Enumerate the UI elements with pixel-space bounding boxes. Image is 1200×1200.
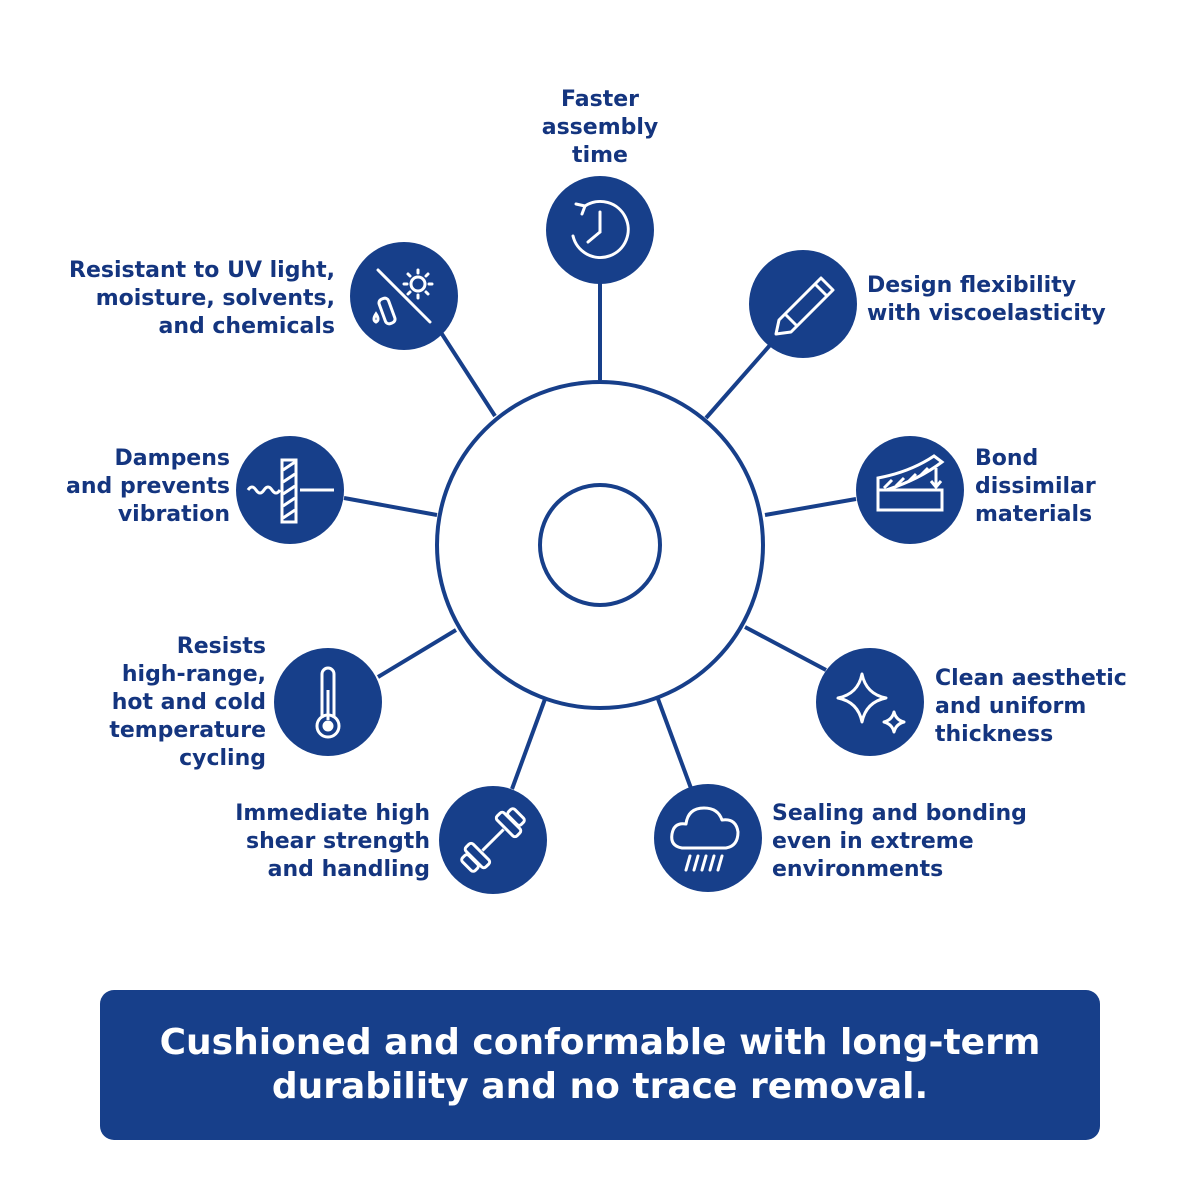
- pencil-icon: [774, 276, 835, 336]
- node-bottom-left: [439, 786, 547, 894]
- layered-materials-icon: [876, 454, 945, 512]
- summary-text: Cushioned and conformable with long-term…: [159, 1022, 1041, 1107]
- node-upper-right: [749, 250, 857, 358]
- node-bottom-right: [654, 784, 762, 892]
- node-top: [546, 176, 654, 284]
- node-right: [856, 436, 964, 544]
- sparkle-icon: [836, 672, 906, 734]
- label-uv-resistance: Resistant to UV light, moisture, solvent…: [69, 258, 335, 339]
- clock-cycle-icon: [571, 200, 630, 259]
- dumbbell-icon: [460, 807, 526, 873]
- connector-lines: [343, 283, 857, 792]
- tape-inner-core: [538, 483, 662, 607]
- label-temperature-cycling: Resists high-range, hot and cold tempera…: [109, 634, 266, 771]
- node-left: [236, 436, 344, 544]
- rain-cloud-icon: [670, 806, 740, 872]
- label-vibration: Dampens and prevents vibration: [66, 446, 230, 527]
- label-shear-strength: Immediate high shear strength and handli…: [235, 801, 430, 882]
- vibration-damper-icon: [246, 458, 334, 524]
- label-design-flexibility: Design flexibility with viscoelasticity: [867, 273, 1106, 326]
- label-sealing-bonding: Sealing and bonding even in extreme envi…: [772, 801, 1027, 882]
- node-upper-left: [350, 242, 458, 350]
- summary-banner: Cushioned and conformable with long-term…: [100, 990, 1100, 1140]
- uv-chemical-icon: [372, 268, 434, 326]
- label-clean-aesthetic: Clean aesthetic and uniform thickness: [935, 666, 1127, 747]
- thermometer-icon: [315, 666, 341, 739]
- node-lower-left: [274, 648, 382, 756]
- label-faster-assembly: Faster assembly time: [541, 87, 659, 168]
- label-bond-dissimilar: Bond dissimilar materials: [975, 446, 1096, 527]
- node-lower-right: [816, 648, 924, 756]
